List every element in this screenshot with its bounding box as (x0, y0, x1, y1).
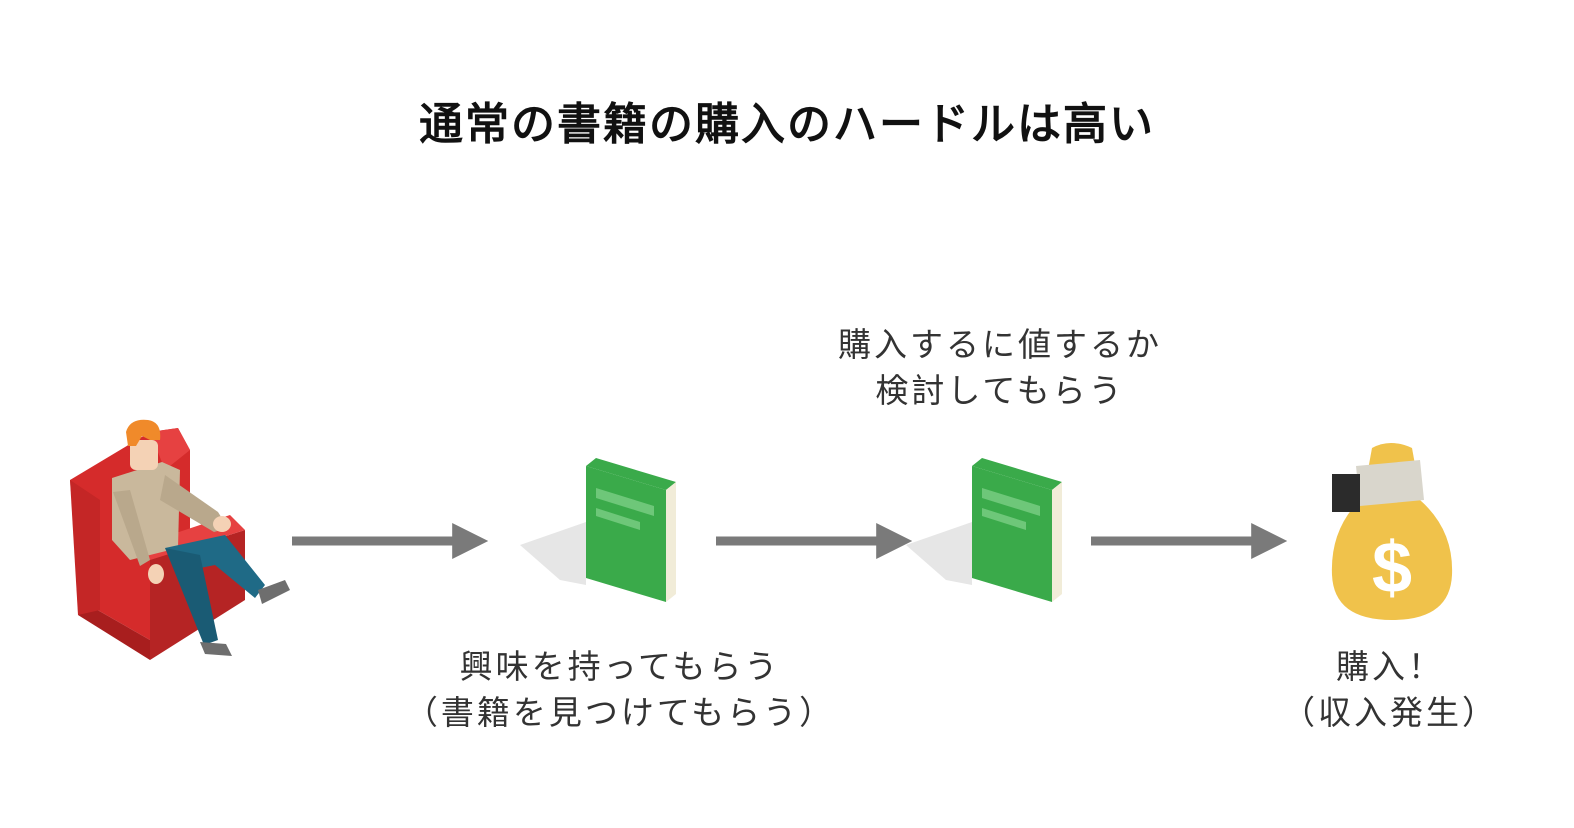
purchase-step-line2: （収入発生） (1282, 693, 1498, 732)
consider-step-line2: 検討してもらう (875, 371, 1125, 410)
consider-step-line1: 購入するに値するか (838, 325, 1162, 364)
money-bag-icon: $ (1331, 443, 1453, 620)
green-book-icon (906, 458, 1062, 602)
consider-step-caption: 購入するに値するか 検討してもらう (800, 322, 1200, 414)
person-in-armchair-icon (70, 419, 290, 660)
interest-step-line2: （書籍を見つけてもらう） (404, 693, 836, 732)
green-book-icon (520, 458, 676, 602)
interest-step-line1: 興味を持ってもらう (459, 647, 781, 686)
diagram-title: 通常の書籍の購入のハードルは高い (419, 99, 1155, 150)
purchase-step-caption: 購入！ （収入発生） (1270, 644, 1510, 736)
svg-text:$: $ (1372, 528, 1412, 608)
interest-step-caption: 興味を持ってもらう （書籍を見つけてもらう） (400, 644, 840, 736)
purchase-step-line1: 購入！ (1336, 647, 1444, 686)
